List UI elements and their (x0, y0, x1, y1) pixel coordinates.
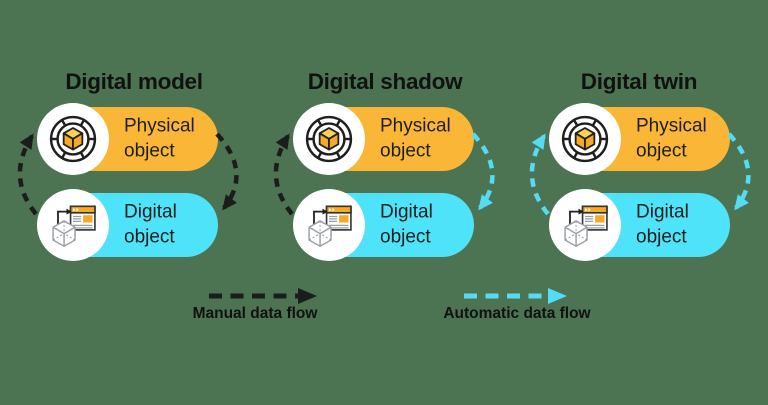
title-digital-twin: Digital twin (580, 69, 698, 94)
physical-object-icon-circle (293, 103, 365, 175)
model-digital-to-physical-arrow (17, 133, 38, 216)
digital-object-icon-circle (549, 189, 621, 261)
title-digital-shadow: Digital shadow (307, 69, 463, 94)
digital-object-icon-circle (37, 189, 109, 261)
physical-object-icon (559, 113, 611, 165)
physical-object-label: Physical object (124, 115, 195, 162)
digital-object-label: Digital object (380, 201, 433, 248)
physical-object-label: Physical object (636, 115, 707, 162)
model-physical-object-pill: Physical object (37, 103, 218, 175)
shadow-digital-to-physical-arrow (273, 133, 294, 216)
model-digital-object-pill: Digital object (37, 189, 218, 261)
digital-object-label: Digital object (636, 201, 689, 248)
title-digital-model: Digital model (65, 69, 203, 94)
physical-object-icon (303, 113, 355, 165)
twin-physical-object-pill: Physical object (549, 103, 730, 175)
manual-flow-legend-label: Manual data flow (192, 305, 318, 322)
physical-object-icon-circle (37, 103, 109, 175)
auto-flow-legend-label: Automatic data flow (443, 305, 591, 322)
digital-object-icon (303, 199, 355, 251)
twin-digital-object-pill: Digital object (549, 189, 730, 261)
physical-object-icon-circle (549, 103, 621, 175)
digital-object-icon (47, 199, 99, 251)
shadow-digital-object-pill: Digital object (293, 189, 474, 261)
physical-object-icon (47, 113, 99, 165)
shadow-physical-to-digital-arrow (471, 132, 495, 211)
twin-physical-to-digital-arrow (727, 132, 751, 211)
digital-object-label: Digital object (124, 201, 177, 248)
model-physical-to-digital-arrow (215, 132, 239, 211)
shadow-physical-object-pill: Physical object (293, 103, 474, 175)
digital-object-icon (559, 199, 611, 251)
twin-digital-to-physical-arrow (529, 133, 550, 216)
physical-object-label: Physical object (380, 115, 451, 162)
digital-object-icon-circle (293, 189, 365, 261)
